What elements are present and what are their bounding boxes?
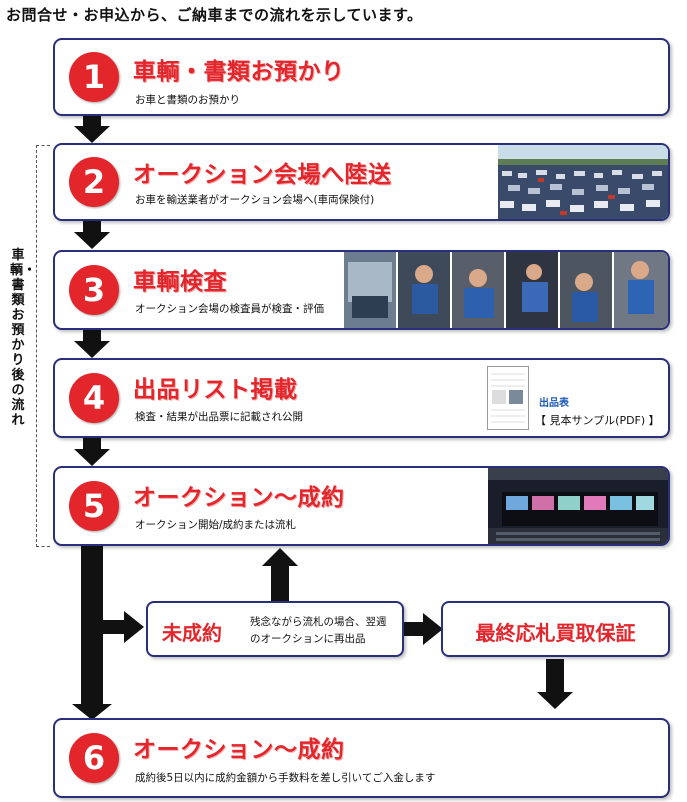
- step-1: 1 車輌・書類お預かり お車と書類のお預かり: [53, 38, 670, 116]
- step-subtitle: オークション会場の検査員が検査・評価: [135, 303, 324, 315]
- main-arrow-head: [72, 704, 112, 720]
- unsold-title: 未成約: [162, 621, 222, 645]
- step-subtitle: お車を輸送業者がオークション会場へ(車両保険付): [135, 194, 375, 206]
- listing-sheet-thumbnail[interactable]: [487, 366, 529, 430]
- arrow-head: [74, 232, 110, 249]
- arrow-retry-head: [262, 548, 298, 566]
- unsold-text-1: 残念ながら流札の場合、翌週: [250, 616, 387, 628]
- step-number: 6: [69, 733, 119, 783]
- step-title: オークション〜成約: [133, 737, 345, 763]
- step-4: 4 出品リスト掲載 検査・結果が出品票に記載され公開 出品表 【 見本サンプル(…: [53, 358, 670, 438]
- main-arrow-shaft: [81, 546, 103, 706]
- step-number: 1: [69, 52, 119, 102]
- arrow-to-unsold-head: [124, 611, 144, 643]
- parking-lot-photo: [498, 145, 668, 219]
- step-title: 車輌検査: [133, 269, 227, 295]
- step-5: 5 オークション〜成約 オークション開始/成約または流札: [53, 466, 670, 546]
- unsold-box: 未成約 残念ながら流札の場合、翌週 のオークションに再出品: [146, 601, 404, 657]
- arrow-shaft: [83, 330, 101, 341]
- step-title: 出品リスト掲載: [133, 377, 298, 403]
- arrow-guarantee-down-shaft: [546, 659, 564, 693]
- arrow-retry-shaft: [271, 566, 289, 602]
- step-number: 4: [69, 373, 119, 423]
- side-label: 車輌・書類お預かり後の流れ: [10, 248, 37, 428]
- step-title: オークション会場へ陸送: [133, 162, 392, 188]
- arrow-shaft: [83, 116, 101, 126]
- inspection-photos: [344, 252, 668, 328]
- arrow-to-guarantee-head: [423, 613, 443, 645]
- step-title: 車輌・書類お預かり: [133, 59, 345, 85]
- step-subtitle: 検査・結果が出品票に記載され公開: [135, 411, 303, 423]
- bracket-line: [36, 145, 50, 547]
- step-6: 6 オークション〜成約 成約後5日以内に成約金額から手数料を差し引いてご入金しま…: [53, 718, 670, 798]
- arrow-shaft: [83, 221, 101, 232]
- page-heading: お問合せ・お申込から、ご納車までの流れを示しています。: [6, 6, 423, 24]
- step-3: 3 車輌検査 オークション会場の検査員が検査・評価: [53, 250, 670, 330]
- step-2: 2 オークション会場へ陸送 お車を輸送業者がオークション会場へ(車両保険付): [53, 143, 670, 221]
- sample-pdf-link[interactable]: 【 見本サンプル(PDF) 】: [535, 414, 660, 427]
- step-subtitle: 成約後5日以内に成約金額から手数料を差し引いてご入金します: [135, 772, 436, 784]
- arrow-shaft: [83, 438, 101, 449]
- step-number: 5: [69, 481, 119, 531]
- auction-hall-photo: [488, 468, 668, 544]
- step-subtitle: お車と書類のお預かり: [135, 94, 240, 106]
- guarantee-title: 最終応札買取保証: [475, 621, 636, 645]
- arrow-head: [74, 126, 110, 143]
- guarantee-box: 最終応札買取保証: [441, 601, 670, 657]
- step-subtitle: オークション開始/成約または流札: [135, 519, 297, 531]
- arrow-head: [74, 449, 110, 466]
- step-number: 3: [69, 265, 119, 315]
- arrow-guarantee-down-head: [537, 692, 573, 709]
- sample-label: 出品表: [539, 398, 569, 409]
- arrow-to-guarantee-shaft: [404, 622, 424, 636]
- arrow-to-unsold-shaft: [103, 620, 125, 634]
- unsold-text-2: のオークションに再出品: [250, 633, 366, 645]
- arrow-head: [74, 341, 110, 358]
- step-title: オークション〜成約: [133, 485, 345, 511]
- step-number: 2: [69, 157, 119, 207]
